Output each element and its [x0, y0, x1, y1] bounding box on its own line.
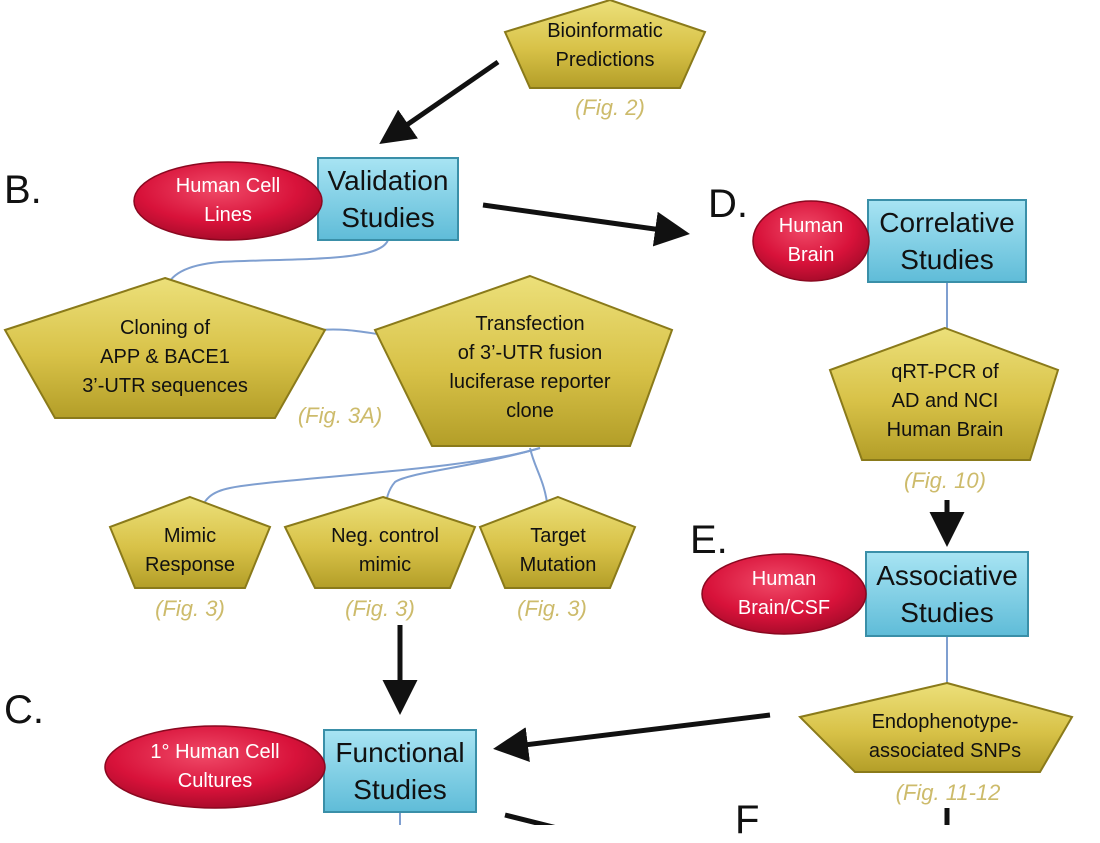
human-cell-cultures-line-2: Cultures — [177, 770, 253, 792]
endophenotype-line-2: associated SNPs — [868, 740, 1022, 762]
target-figref: (Fig. 3) — [517, 596, 587, 621]
validation-label: Validation Studies — [314, 162, 462, 236]
endophenotype-figref: (Fig. 11-12 — [895, 780, 1001, 805]
associative-line-2: Studies — [900, 597, 994, 628]
endophenotype-label: Endophenotype- associated SNPs — [845, 708, 1045, 766]
correlative-box — [867, 199, 1027, 283]
cloning-line-2: APP & BACE1 — [100, 346, 230, 368]
target-label: Target Mutation — [488, 522, 628, 580]
target-line-2: Mutation — [519, 554, 597, 576]
transfection-line-2: of 3’-UTR fusion — [457, 342, 603, 364]
associative-box — [865, 551, 1029, 637]
functional-line-2: Studies — [353, 774, 447, 805]
pentagons — [3, 0, 1074, 773]
bioinformatic-figref: (Fig. 2) — [575, 95, 645, 120]
human-brain-csf-shape — [701, 553, 867, 635]
human-brain-csf-line-2: Brain/CSF — [737, 597, 831, 619]
flow-diagram — [3, 0, 1074, 825]
validation-line-2: Studies — [341, 202, 435, 233]
mimic-line-2: Response — [144, 554, 236, 576]
human-cell-cultures-line-1: 1° Human Cell — [150, 741, 280, 763]
arrow-functional-to-f-partial — [504, 812, 556, 825]
endophenotype-line-1: Endophenotype- — [871, 711, 1019, 733]
negcontrol-shape — [283, 495, 477, 589]
negcontrol-label: Neg. control mimic — [300, 522, 470, 580]
negcontrol-figref: (Fig. 3) — [345, 596, 415, 621]
negcontrol-line-2: mimic — [358, 554, 412, 576]
correlative-line-2: Studies — [900, 244, 994, 275]
cloning-shape — [3, 276, 327, 419]
arrow-validation-to-correlative — [482, 202, 690, 247]
section-letter-f: F — [735, 798, 760, 842]
connector-transfection-mimic — [199, 447, 541, 511]
validation-line-1: Validation — [327, 165, 449, 196]
cloning-line-1: Cloning of — [119, 317, 211, 339]
human-brain-csf-label: Human Brain/CSF — [710, 565, 858, 623]
human-cell-lines-label: Human Cell Lines — [134, 172, 322, 230]
mimic-shape — [108, 495, 272, 589]
bioinformatic-label: Bioinformatic Predictions — [505, 17, 705, 75]
qrtpcr-line-2: AD and NCI — [891, 390, 999, 412]
qrtpcr-figref: (Fig. 10) — [904, 468, 986, 493]
functional-line-1: Functional — [335, 737, 465, 768]
human-brain-label: Human Brain — [760, 212, 862, 270]
section-letter-c: C. — [4, 688, 44, 732]
transfection-label: Transfection of 3’-UTR fusion luciferase… — [420, 310, 640, 426]
target-line-1: Target — [530, 525, 586, 547]
correlative-label: Correlative Studies — [864, 204, 1030, 278]
human-cell-lines-line-2: Lines — [204, 204, 252, 226]
transfection-line-3: luciferase reporter — [449, 371, 611, 393]
connector-transfection-negcontrol — [384, 447, 541, 511]
qrtpcr-shape — [828, 326, 1060, 461]
transfection-shape — [373, 274, 674, 447]
bioinformatic-line-2: Predictions — [555, 49, 655, 71]
connector-transfection-target — [529, 447, 549, 511]
transfection-line-4: clone — [506, 400, 554, 422]
section-letter-e: E. — [690, 518, 728, 562]
cloning-figref: (Fig. 3A) — [297, 403, 383, 428]
associative-line-1: Associative — [876, 560, 1018, 591]
qrtpcr-line-1: qRT-PCR of — [891, 361, 999, 383]
cloning-label: Cloning of APP & BACE1 3’-UTR sequences — [30, 314, 300, 401]
human-cell-cultures-label: 1° Human Cell Cultures — [110, 738, 320, 796]
human-brain-csf-line-1: Human — [751, 568, 817, 590]
mimic-label: Mimic Response — [120, 522, 260, 580]
bioinformatic-line-1: Bioinformatic — [547, 20, 663, 42]
qrtpcr-line-3: Human Brain — [886, 419, 1004, 441]
bioinformatic-shape — [503, 0, 707, 89]
human-cell-cultures-shape — [104, 725, 326, 809]
cloning-line-3: 3’-UTR sequences — [82, 375, 248, 397]
human-cell-lines-line-1: Human Cell — [175, 175, 281, 197]
endophenotype-shape — [798, 681, 1074, 773]
mimic-figref: (Fig. 3) — [155, 596, 225, 621]
associative-label: Associative Studies — [862, 557, 1032, 631]
section-letter-d: D. — [708, 182, 748, 226]
human-cell-lines-shape — [133, 161, 323, 241]
section-letter-b: B. — [4, 168, 42, 212]
qrtpcr-label: qRT-PCR of AD and NCI Human Brain — [850, 358, 1040, 445]
arrow-bioinformatic-to-validation — [379, 59, 500, 144]
human-brain-line-1: Human — [778, 215, 844, 237]
arrow-endophenotype-to-functional — [493, 712, 771, 762]
functional-box — [323, 729, 477, 813]
mimic-line-1: Mimic — [163, 525, 217, 547]
arrows — [379, 59, 965, 825]
ellipses — [104, 161, 870, 809]
functional-label: Functional Studies — [320, 734, 480, 808]
correlative-line-1: Correlative — [879, 207, 1015, 238]
target-shape — [478, 495, 637, 589]
transfection-line-1: Transfection — [475, 313, 585, 335]
human-brain-shape — [752, 200, 870, 282]
human-brain-line-2: Brain — [787, 244, 835, 266]
connector-validation-cloning — [164, 239, 389, 291]
negcontrol-line-1: Neg. control — [331, 525, 439, 547]
